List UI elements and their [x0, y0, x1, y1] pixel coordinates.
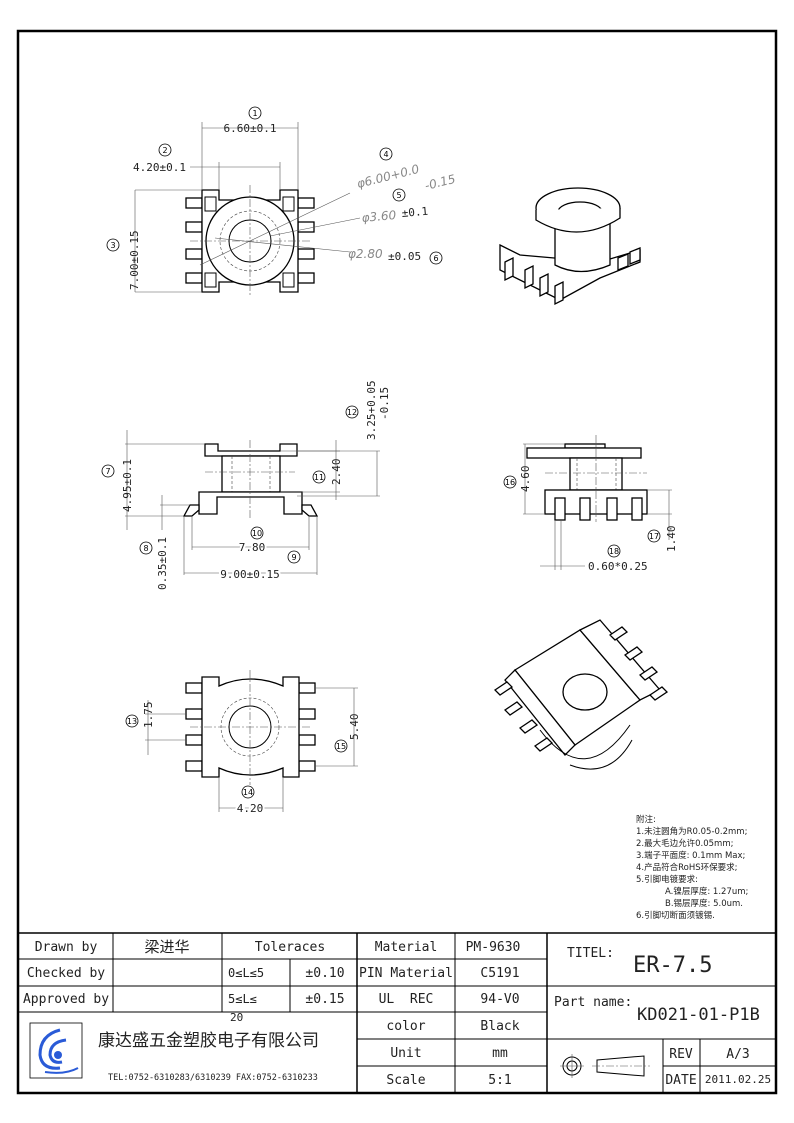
title-block: Drawn by 梁进华 Checked by Approved by Tole…	[18, 932, 776, 1093]
balloon-15: 15	[336, 742, 346, 751]
balloon-14: 14	[243, 788, 253, 797]
balloon-9: 9	[291, 553, 296, 562]
balloon-2: 2	[162, 146, 167, 155]
dim-6-tolerance: ±0.05	[388, 250, 421, 263]
spec-value: mm	[492, 1046, 508, 1061]
spec-value: Black	[480, 1019, 519, 1034]
dim-16: 4.60	[519, 466, 532, 493]
note-item: 4.产品符合RoHS环保要求;	[636, 862, 738, 873]
spec-label: Scale	[386, 1073, 425, 1088]
dim-3: 7.00±0.15	[128, 230, 141, 290]
balloon-17: 17	[649, 532, 659, 541]
balloon-8: 8	[143, 544, 148, 553]
note-item: 5.引脚电镀要求:	[636, 874, 698, 885]
spec-label: color	[386, 1019, 425, 1034]
balloon-5: 5	[396, 191, 401, 200]
tolerance-value: ±0.15	[305, 992, 344, 1007]
dim-17: 1.40	[665, 526, 678, 553]
date-label: DATE	[665, 1073, 696, 1088]
balloon-16: 16	[505, 478, 515, 487]
balloon-6: 6	[433, 254, 438, 263]
spec-label: PIN Material	[359, 966, 453, 981]
dim-10: 7.80	[239, 541, 266, 554]
note-item: 2.最大毛边允许0.05mm;	[636, 838, 733, 849]
tolerance-range-overflow: 20	[230, 1011, 243, 1024]
spec-label: Material	[375, 940, 438, 955]
dim-5: φ3.60	[361, 208, 397, 225]
balloon-12: 12	[347, 408, 357, 417]
bottom-view: 13 1.75 14 4.20 15 5.40	[125, 670, 361, 817]
approved-by-label: Approved by	[23, 992, 109, 1007]
dim-7: 4.95±0.1	[121, 459, 134, 512]
dim-18: 0.60*0.25	[588, 560, 648, 573]
revision: A/3	[726, 1047, 749, 1062]
drawn-by-label: Drawn by	[35, 940, 98, 955]
spec-label: Unit	[390, 1046, 421, 1061]
notes-title: 附注:	[636, 814, 656, 825]
dim-9: 9.00±0.15	[220, 568, 280, 581]
balloon-1: 1	[252, 109, 257, 118]
balloon-13: 13	[127, 717, 137, 726]
dim-2: 4.20±0.1	[133, 161, 186, 174]
spec-label: UL REC	[379, 992, 434, 1007]
dim-4: φ6.00+0.0	[355, 162, 421, 191]
note-item: A.镍层厚度: 1.27um;	[665, 886, 748, 897]
dim-1: 6.60±0.1	[224, 122, 277, 135]
balloon-10: 10	[252, 529, 262, 538]
balloon-7: 7	[105, 467, 110, 476]
balloon-18: 18	[609, 547, 619, 556]
dim-12-tolerance: -0.15	[378, 387, 391, 420]
dim-15: 5.40	[348, 714, 361, 741]
dim-5-tolerance: ±0.1	[401, 205, 429, 220]
isometric-view-bottom	[493, 619, 669, 770]
dim-13: 1.75	[142, 702, 155, 729]
side-view-front: 7 4.95±0.1 8 0.35±0.1 10 7.80 9 9.00±0.1…	[101, 380, 391, 590]
spec-value: PM-9630	[466, 940, 521, 955]
spec-value: 94-V0	[480, 992, 519, 1007]
part-name-label: Part name:	[554, 995, 632, 1010]
top-view: 1 6.60±0.1 2 4.20±0.1 3 7.00±0.15 4 φ6.0…	[106, 106, 457, 297]
note-item: 6.引脚切断面须镀锡.	[636, 910, 715, 921]
dim-14: 4.20	[237, 802, 264, 815]
drawn-by-value: 梁进华	[144, 938, 189, 956]
balloon-4: 4	[383, 150, 388, 159]
dim-4-tolerance: -0.15	[423, 172, 457, 193]
spec-value: C5191	[480, 966, 519, 981]
company-contact: TEL:0752-6310283/6310239 FAX:0752-631023…	[108, 1073, 318, 1083]
part-name: KD021-01-P1B	[637, 1005, 760, 1025]
dim-8: 0.35±0.1	[156, 537, 169, 590]
notes: 附注: 1.未注圆角为R0.05-0.2mm; 2.最大毛边允许0.05mm; …	[636, 814, 748, 921]
title-label: TITEL:	[567, 946, 614, 961]
balloon-3: 3	[110, 241, 115, 250]
dim-12: 3.25+0.05	[365, 380, 378, 440]
isometric-view-top	[499, 187, 641, 306]
company-logo	[29, 1022, 83, 1079]
spec-value: 5:1	[488, 1073, 511, 1088]
tolerance-range: 0≤L≤5	[228, 966, 264, 980]
drawing-title: ER-7.5	[633, 953, 712, 978]
projection-symbol	[560, 1054, 650, 1078]
tolerance-range: 5≤L≤	[228, 992, 257, 1006]
balloon-11: 11	[314, 473, 324, 482]
tolerances-label: Toleraces	[255, 940, 325, 955]
dim-11: 2.40	[330, 459, 343, 486]
note-item: 1.未注圆角为R0.05-0.2mm;	[636, 826, 747, 837]
dim-6: φ2.80	[348, 247, 383, 261]
note-item: 3.端子平面度: 0.1mm Max;	[636, 850, 745, 861]
checked-by-label: Checked by	[27, 966, 105, 981]
rev-label: REV	[669, 1047, 693, 1062]
note-item: B.锡层厚度: 5.0um.	[665, 898, 743, 909]
side-view-right: 16 4.60 17 1.40 18 0.60*0.25	[503, 435, 678, 573]
date: 2011.02.25	[705, 1073, 771, 1086]
company-name: 康达盛五金塑胶电子有限公司	[98, 1031, 319, 1051]
drawing-border	[16, 29, 778, 1095]
tolerance-value: ±0.10	[305, 966, 344, 981]
